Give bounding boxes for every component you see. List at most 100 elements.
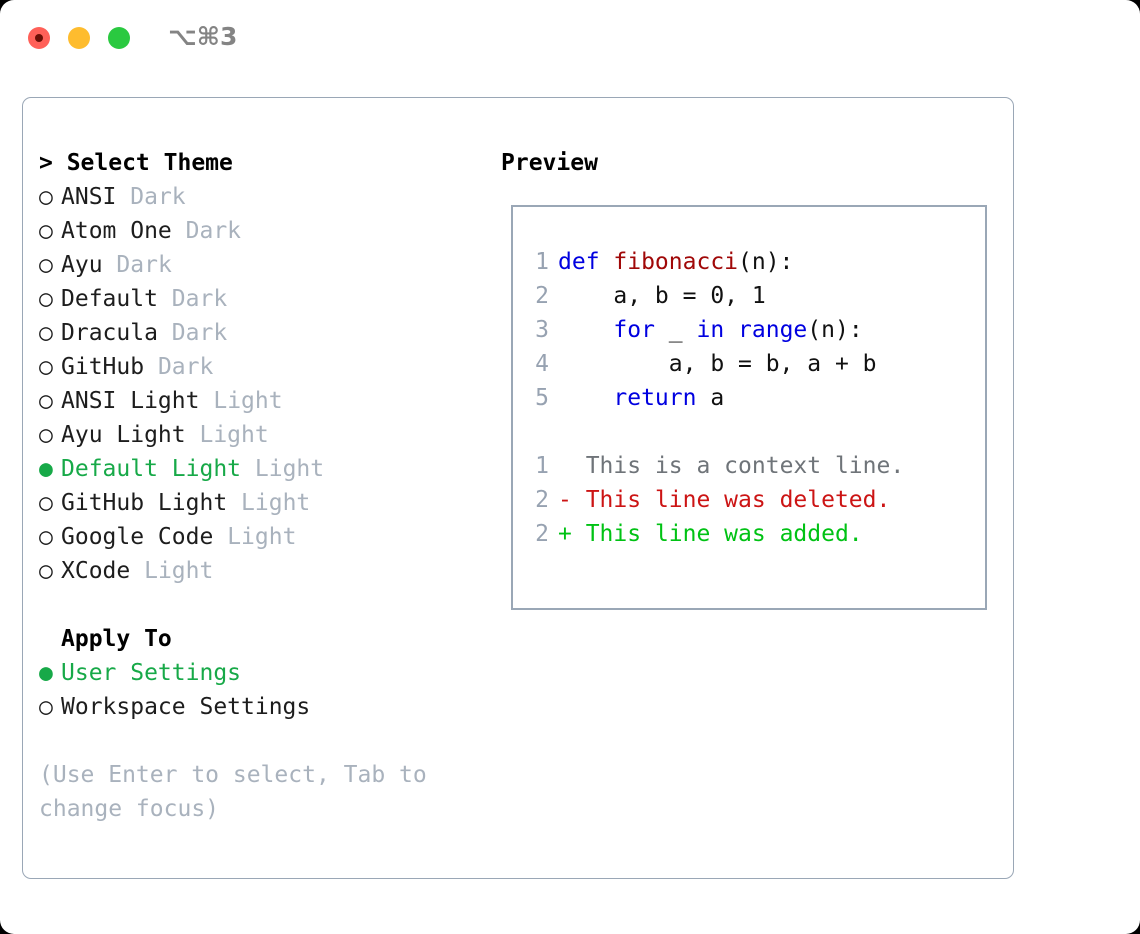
diff-text: This line was added. xyxy=(585,521,863,547)
code-token xyxy=(724,317,738,343)
diff-marker: - xyxy=(558,487,586,513)
diff-marker xyxy=(558,453,586,479)
theme-option-label: Atom One xyxy=(61,218,172,244)
code-token: for xyxy=(613,317,655,343)
radio-unselected-icon: ○ xyxy=(39,184,53,210)
code-line: 5 return a xyxy=(521,381,981,415)
code-line: 4 a, b = b, a + b xyxy=(521,347,981,381)
diff-text: This line was deleted. xyxy=(585,487,891,513)
hint-spacer xyxy=(39,724,479,758)
code-token: (n): xyxy=(738,249,794,275)
radio-unselected-icon: ○ xyxy=(39,354,53,380)
theme-option-atom-one[interactable]: ○ Atom One Dark xyxy=(39,214,479,248)
theme-option-github[interactable]: ○ GitHub Dark xyxy=(39,350,479,384)
code-token: (n): xyxy=(807,317,863,343)
line-number: 3 xyxy=(535,317,549,343)
diff-text: This is a context line. xyxy=(585,453,905,479)
theme-option-ansi-light[interactable]: ○ANSI Light Light xyxy=(39,384,479,418)
code-line: 3 for _ in range(n): xyxy=(521,313,981,347)
diff-marker: + xyxy=(558,521,586,547)
diff-line-number: 1 xyxy=(535,453,549,479)
select-theme-header: > Select Theme xyxy=(39,150,233,176)
radio-unselected-icon: ○ xyxy=(39,320,53,346)
theme-variant-tag: Light xyxy=(254,456,325,482)
code-line: 2 a, b = 0, 1 xyxy=(521,279,981,313)
preview-title: Preview xyxy=(501,150,598,176)
code-token: in xyxy=(696,317,725,343)
theme-variant-tag: Dark xyxy=(171,320,228,346)
theme-option-label: ANSI xyxy=(61,184,117,210)
apply-to-list[interactable]: ●User Settings○Workspace Settings xyxy=(39,656,479,724)
theme-variant-tag: Dark xyxy=(185,218,242,244)
code-line: 1 def fibonacci(n): xyxy=(521,245,981,279)
theme-option-dracula[interactable]: ○ Dracula Dark xyxy=(39,316,479,350)
theme-option-label: Dracula xyxy=(61,320,158,346)
theme-option-label: Google Code xyxy=(61,524,214,550)
apply-to-option-label: Workspace Settings xyxy=(61,694,311,720)
theme-variant-tag: Light xyxy=(213,388,283,414)
diff-line: 2+ This line was added. xyxy=(521,517,981,551)
radio-unselected-icon: ○ xyxy=(39,524,53,550)
theme-variant-tag: Dark xyxy=(157,354,214,380)
theme-list[interactable]: ○ANSI Dark○Atom One Dark○Ayu Dark○Defaul… xyxy=(39,180,479,588)
theme-option-label: XCode xyxy=(61,558,131,584)
list-spacer xyxy=(39,588,479,622)
radio-unselected-icon: ○ xyxy=(39,490,53,516)
code-token xyxy=(558,317,613,343)
apply-to-option-user-settings[interactable]: ●User Settings xyxy=(39,656,479,690)
theme-option-ansi[interactable]: ○ANSI Dark xyxy=(39,180,479,214)
theme-variant-tag: Light xyxy=(199,422,269,448)
code-token: def xyxy=(558,249,614,275)
keyboard-hint-text: (Use Enter to select, Tab to change focu… xyxy=(39,762,441,822)
theme-option-label: GitHub xyxy=(61,354,145,380)
code-token: a xyxy=(696,385,725,411)
theme-variant-tag: Dark xyxy=(171,286,228,312)
apply-to-option-workspace-settings[interactable]: ○Workspace Settings xyxy=(39,690,479,724)
code-token: a, b = b, a + b xyxy=(558,351,877,377)
line-number: 1 xyxy=(535,249,549,275)
theme-variant-tag: Light xyxy=(144,558,214,584)
radio-unselected-icon: ○ xyxy=(39,252,53,278)
code-token: fibonacci xyxy=(613,249,739,275)
radio-unselected-icon: ○ xyxy=(39,218,53,244)
code-token: return xyxy=(613,385,697,411)
theme-picker-panel: > Select Theme ○ANSI Dark○Atom One Dark○… xyxy=(22,97,1014,879)
theme-option-ayu[interactable]: ○ Ayu Dark xyxy=(39,248,479,282)
radio-unselected-icon: ○ xyxy=(39,422,53,448)
diff-sample: 1 This is a context line.2- This line wa… xyxy=(521,449,981,551)
radio-unselected-icon: ○ xyxy=(39,388,53,414)
theme-option-label: Default Light xyxy=(61,456,242,482)
code-diff-gap xyxy=(521,415,981,449)
maximize-button[interactable] xyxy=(108,27,130,49)
code-token: range xyxy=(738,317,808,343)
theme-variant-tag: Dark xyxy=(116,252,172,278)
diff-line-number: 2 xyxy=(535,487,549,513)
theme-variant-tag: Light xyxy=(241,490,311,516)
line-number: 5 xyxy=(535,385,549,411)
minimize-button[interactable] xyxy=(68,27,90,49)
theme-option-label: Ayu Light xyxy=(61,422,186,448)
theme-option-label: Ayu xyxy=(61,252,103,278)
close-button[interactable] xyxy=(28,27,50,49)
theme-option-default[interactable]: ○Default Dark xyxy=(39,282,479,316)
code-token: a, b = 0, 1 xyxy=(558,283,766,309)
theme-option-xcode[interactable]: ○ XCode Light xyxy=(39,554,479,588)
code-token: _ xyxy=(654,317,697,343)
window-controls xyxy=(28,27,130,49)
theme-option-default-light[interactable]: ●Default Light Light xyxy=(39,452,479,486)
theme-option-ayu-light[interactable]: ○ Ayu Light Light xyxy=(39,418,479,452)
radio-selected-icon: ● xyxy=(39,660,53,686)
theme-option-google-code[interactable]: ○Google Code Light xyxy=(39,520,479,554)
line-number: 4 xyxy=(535,351,549,377)
radio-unselected-icon: ○ xyxy=(39,558,53,584)
keyboard-shortcut-label: ⌥⌘3 xyxy=(168,22,238,51)
diff-line: 1 This is a context line. xyxy=(521,449,981,483)
theme-option-github-light[interactable]: ○GitHub Light Light xyxy=(39,486,479,520)
theme-option-label: Default xyxy=(61,286,158,312)
diff-line: 2- This line was deleted. xyxy=(521,483,981,517)
